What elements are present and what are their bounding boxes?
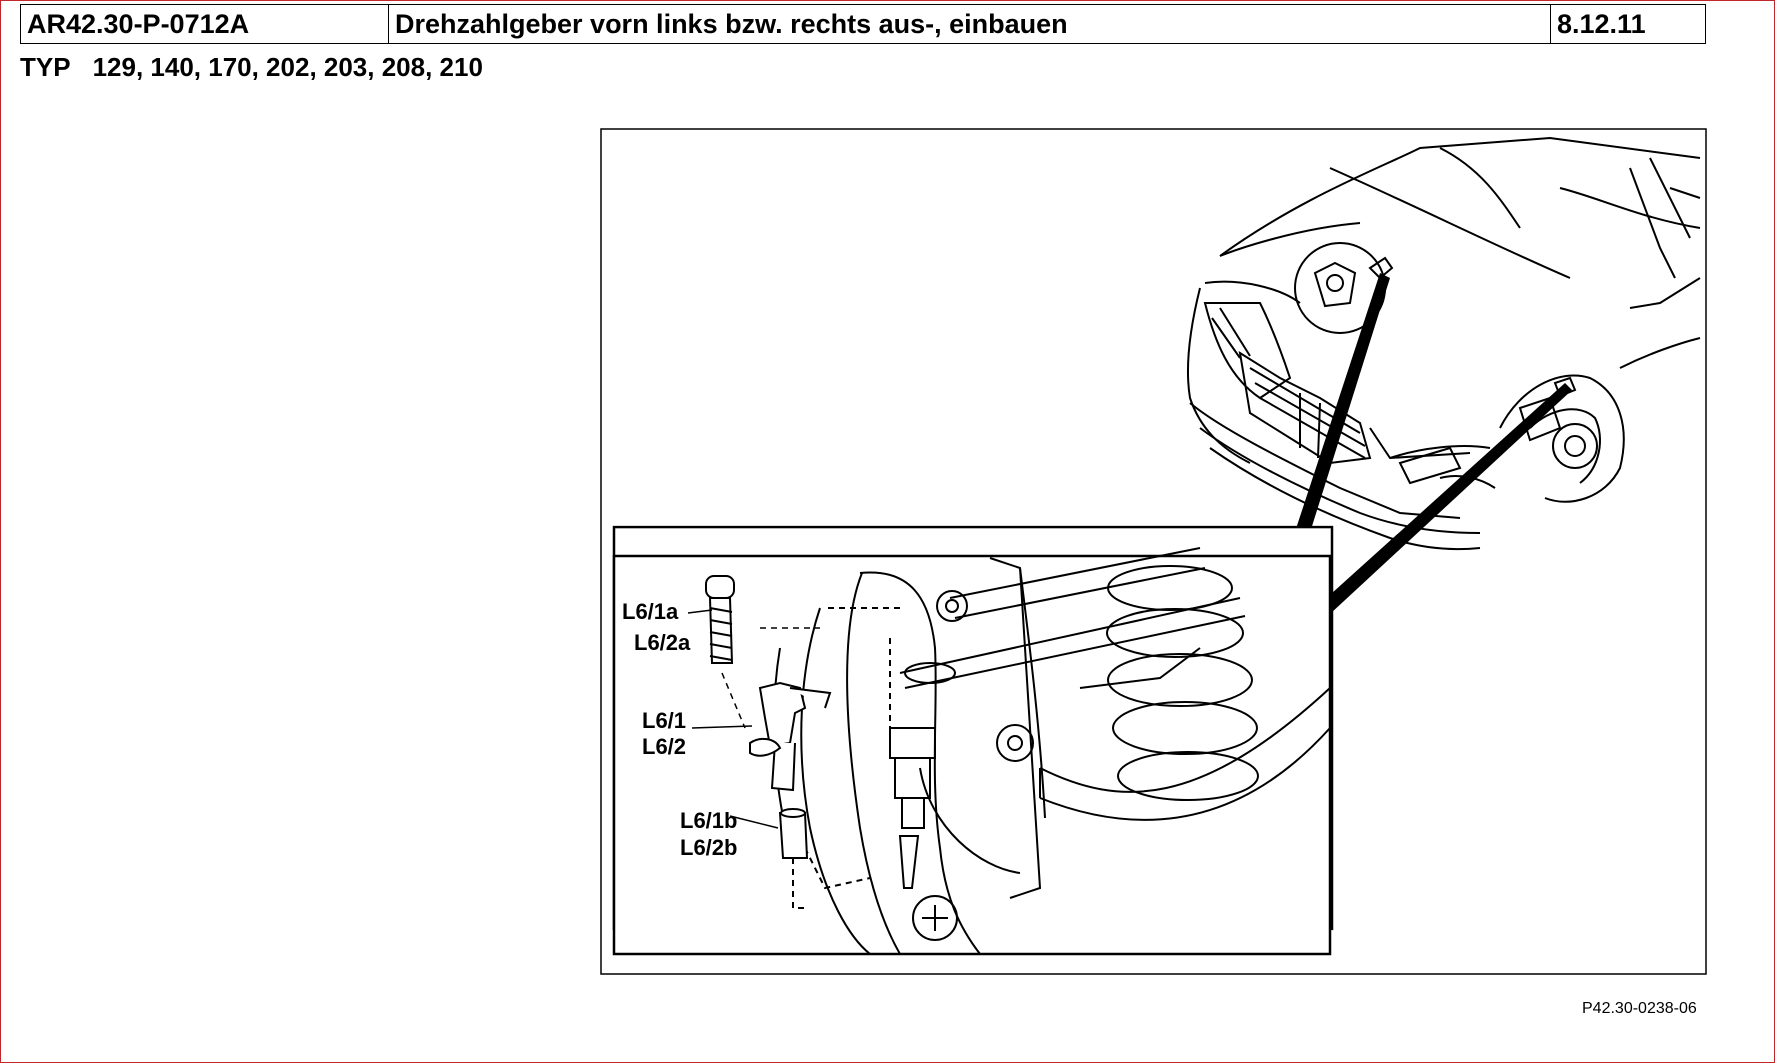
callout-l6-2b: L6/2b bbox=[680, 835, 737, 860]
document-date: 8.12.11 bbox=[1557, 8, 1646, 39]
figure-reference: P42.30-0238-06 bbox=[1582, 1000, 1697, 1017]
assembly-guide bbox=[721, 627, 820, 729]
callout-leaders bbox=[687, 609, 779, 829]
illustration-svg: L6/1a L6/2a L6/1 L6/2 L6/1b L6/2b bbox=[600, 128, 1707, 975]
vehicle-types: TYP 129, 140, 170, 202, 203, 208, 210 bbox=[20, 52, 483, 83]
callout-l6-1: L6/1 bbox=[642, 708, 686, 733]
document-header: AR42.30-P-0712A Drehzahlgeber vorn links… bbox=[20, 4, 1706, 44]
callout-l6-2a: L6/2a bbox=[634, 630, 691, 655]
callout-l6-1b: L6/1b bbox=[680, 808, 737, 833]
callout-l6-1a: L6/1a bbox=[622, 599, 679, 624]
typ-values: 129, 140, 170, 202, 203, 208, 210 bbox=[92, 52, 483, 82]
document-title: Drehzahlgeber vorn links bzw. rechts aus… bbox=[389, 5, 1551, 43]
callout-l6-2: L6/2 bbox=[642, 734, 686, 759]
typ-label: TYP bbox=[20, 52, 71, 82]
technical-illustration: L6/1a L6/2a L6/1 L6/2 L6/1b L6/2b bbox=[600, 128, 1707, 975]
speed-sensor-parts bbox=[705, 575, 832, 909]
document-code: AR42.30-P-0712A bbox=[21, 5, 389, 43]
